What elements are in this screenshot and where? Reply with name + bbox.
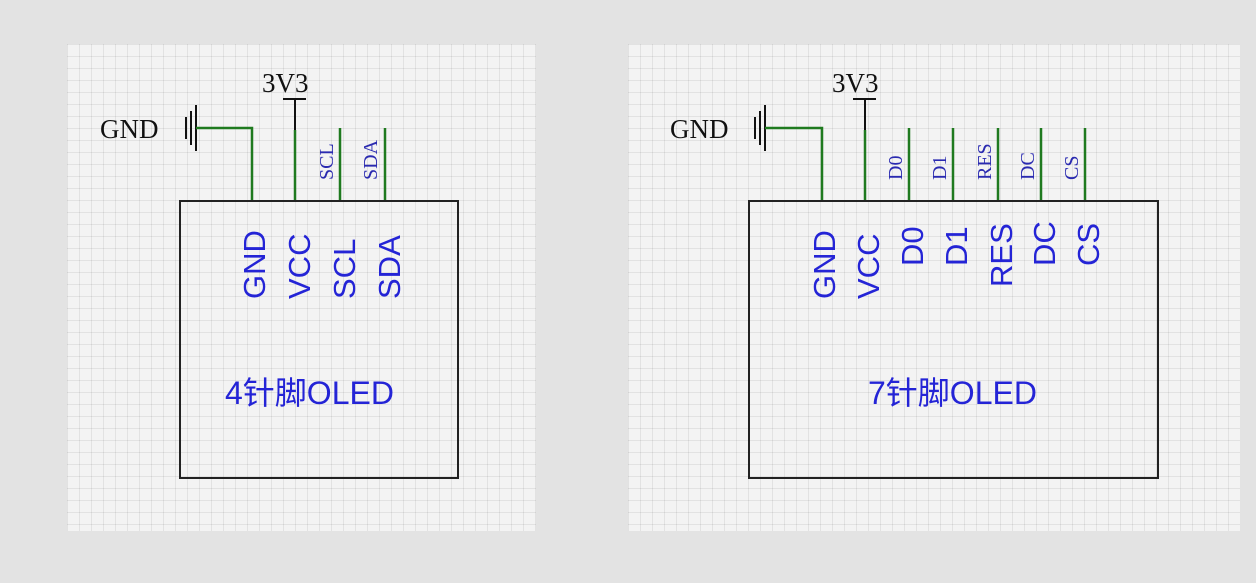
- net-label-sda: SDA: [360, 139, 382, 180]
- pin-label-vcc: VCC: [851, 234, 886, 299]
- ground-symbol-icon: [185, 105, 197, 151]
- pin-label-d0: D0: [895, 226, 930, 266]
- ground-label: GND: [100, 114, 159, 144]
- schematic-panel-7pin: GND 3V3 D0 D1 RES DC CS GND VCC D0 D1 RE…: [628, 44, 1240, 531]
- wire-gnd: [765, 126, 824, 201]
- pin-label-vcc: VCC: [282, 234, 317, 299]
- pin-label-cs: CS: [1071, 223, 1106, 266]
- net-label-d0: D0: [885, 156, 907, 180]
- oled-component-box: [179, 200, 459, 479]
- net-label-scl: SCL: [316, 143, 338, 180]
- pin-label-res: RES: [984, 223, 1019, 287]
- pin-label-scl: SCL: [327, 239, 362, 299]
- oled-component-box: [748, 200, 1159, 479]
- part-name: 7针脚OLED: [868, 375, 1037, 411]
- net-label-dc: DC: [1017, 152, 1039, 180]
- net-label-d1: D1: [929, 156, 951, 180]
- pin-label-sda: SDA: [372, 235, 407, 299]
- wire-gnd: [196, 126, 254, 201]
- power-label: 3V3: [832, 68, 879, 98]
- pin-label-gnd: GND: [237, 230, 272, 299]
- net-label-res: RES: [974, 143, 996, 180]
- pin-label-dc: DC: [1027, 221, 1062, 266]
- net-label-cs: CS: [1061, 156, 1083, 180]
- ground-symbol-icon: [754, 105, 766, 151]
- schematic-4pin: GND 3V3 SCL SDA GND VCC SCL SDA 4针脚OLED: [100, 68, 459, 479]
- part-name: 4针脚OLED: [225, 375, 394, 411]
- pin-label-d1: D1: [939, 226, 974, 266]
- schematic-7pin: GND 3V3 D0 D1 RES DC CS GND VCC D0 D1 RE…: [670, 68, 1159, 479]
- pin-label-gnd: GND: [807, 230, 842, 299]
- ground-label: GND: [670, 114, 729, 144]
- power-label: 3V3: [262, 68, 309, 98]
- schematic-panel-4pin: GND 3V3 SCL SDA GND VCC SCL SDA 4针脚OLED: [67, 44, 536, 531]
